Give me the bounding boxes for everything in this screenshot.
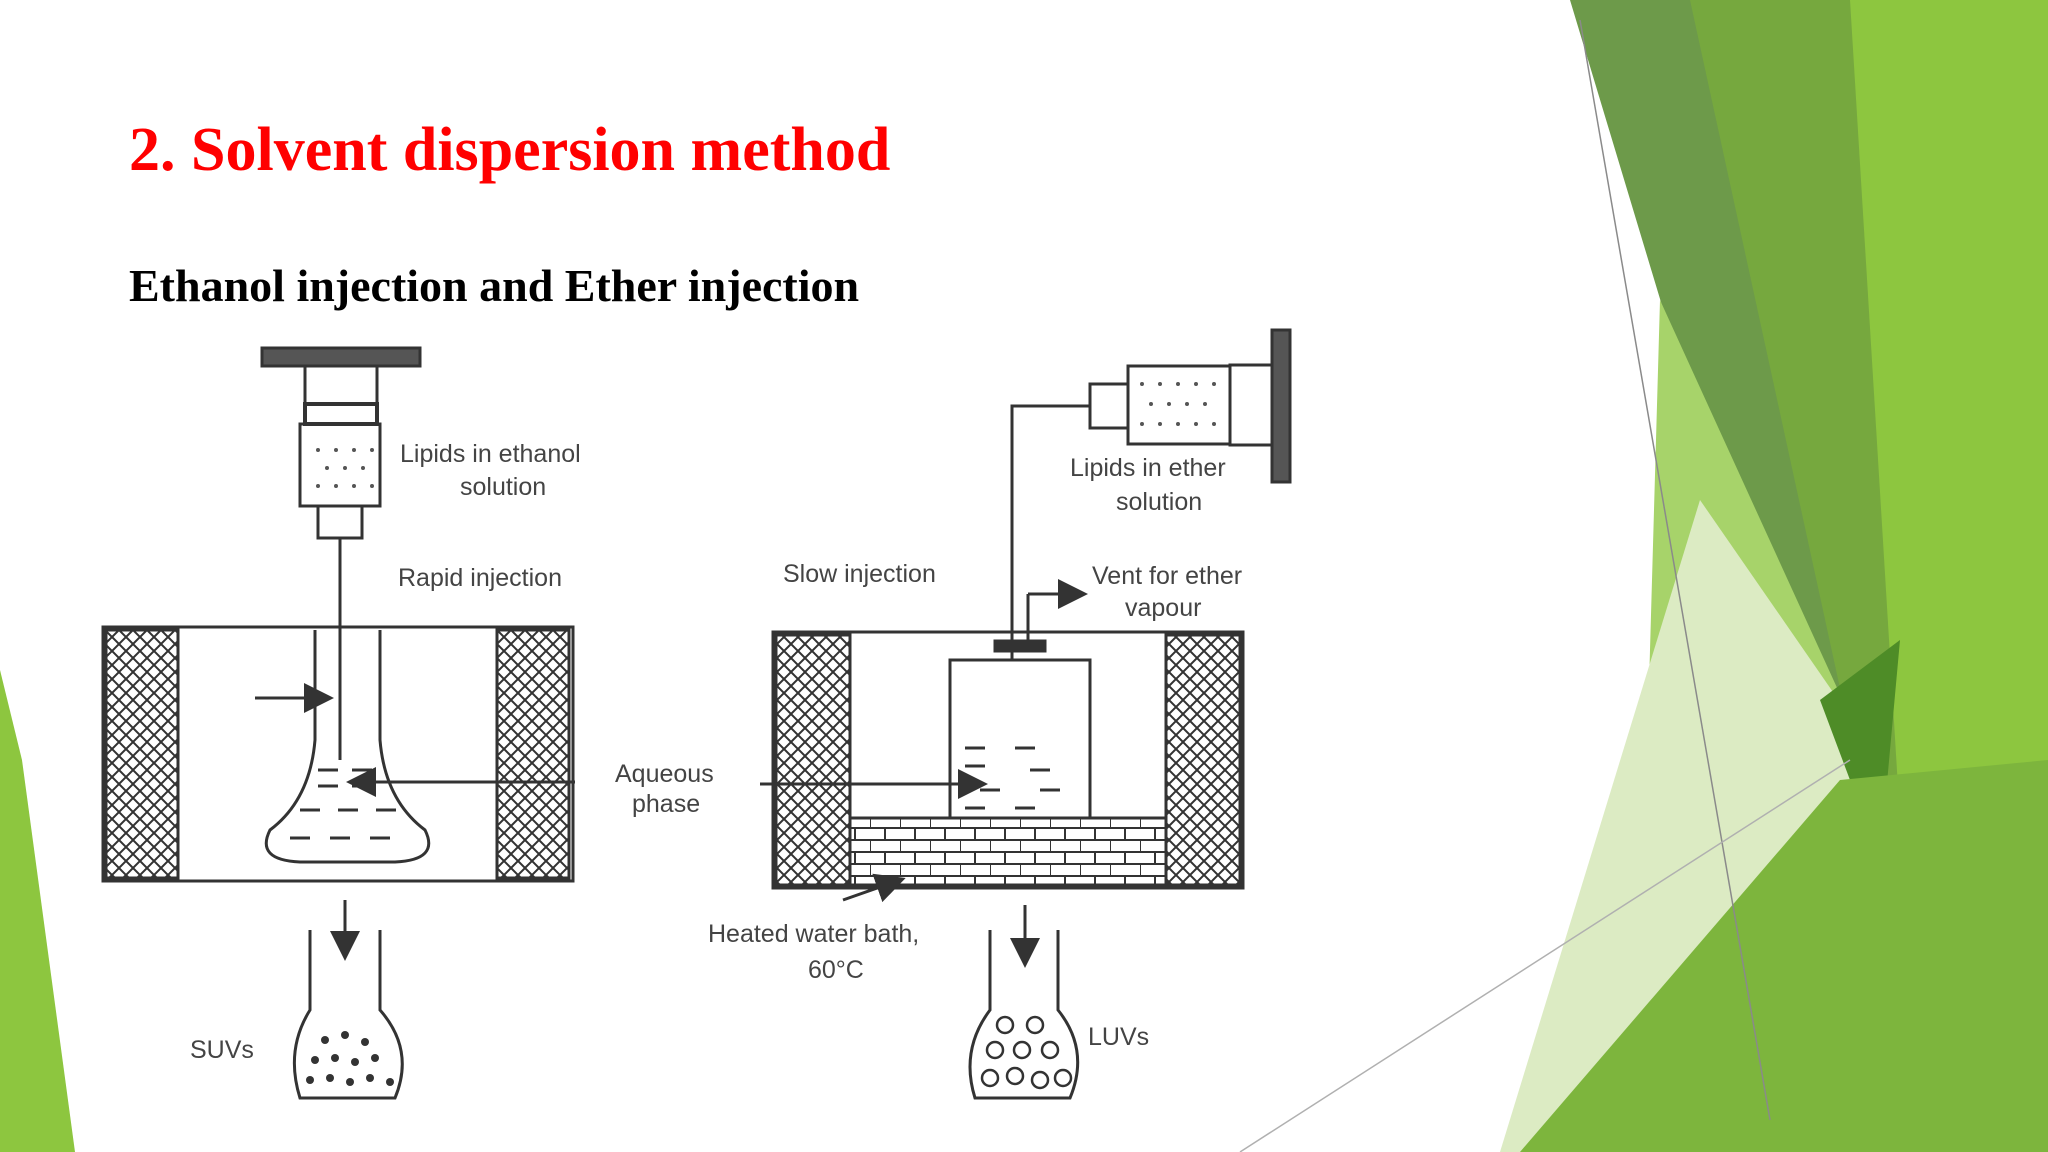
label-suvs: SUVs <box>190 1036 254 1064</box>
label-slow-injection: Slow injection <box>783 560 936 588</box>
label-aqueous-line1: Aqueous <box>615 760 714 788</box>
vent-cap <box>993 639 1047 653</box>
label-aqueous-line2: phase <box>632 790 700 818</box>
label-lipids-ethanol-line1: Lipids in ethanol <box>400 440 581 468</box>
right-insulation-wall <box>495 628 571 880</box>
ether-outer-container <box>771 630 1245 890</box>
slide-title: 2. Solvent dispersion method <box>129 116 891 184</box>
ether-beaker <box>948 658 1092 820</box>
ether-left-insulation <box>774 633 852 887</box>
luvs-vesicles <box>980 1015 1073 1090</box>
label-vent-line2: vapour <box>1125 594 1201 622</box>
thin-gray-line-lower <box>1239 759 1851 1152</box>
suvs-particles <box>306 1031 394 1086</box>
ethanol-syringe <box>260 346 422 760</box>
ether-right-insulation <box>1164 633 1242 887</box>
luvs-tube <box>968 930 1080 1100</box>
suvs-tube <box>292 930 404 1100</box>
label-lipids-ether-line2: solution <box>1116 488 1202 516</box>
ethanol-flask <box>264 630 431 864</box>
right-mid-green-panel <box>1690 0 1900 820</box>
ether-aqueous-dashes <box>965 746 1060 810</box>
label-vent-line1: Vent for ether <box>1092 562 1242 590</box>
right-pale-green-shard <box>1500 500 1880 1152</box>
slide-subtitle: Ethanol injection and Ether injection <box>129 260 860 311</box>
label-lipids-ether-line1: Lipids in ether <box>1070 454 1226 482</box>
thin-gray-line <box>1579 19 1771 1121</box>
left-green-shard <box>0 670 75 1152</box>
left-insulation-wall <box>104 628 180 880</box>
label-lipids-ethanol-line2: solution <box>460 473 546 501</box>
label-water-bath-line1: Heated water bath, <box>708 920 919 948</box>
ether-syringe <box>1070 328 1292 484</box>
bottom-right-green-shard <box>1520 760 2048 1152</box>
ethanol-injection-apparatus <box>101 346 575 1100</box>
label-luvs: LUVs <box>1088 1023 1149 1051</box>
water-bath-pointer <box>842 873 906 903</box>
heated-water-bath <box>848 816 1168 887</box>
label-rapid-injection: Rapid injection <box>398 564 562 592</box>
diagram-labels: Lipids in ethanol solution Rapid injecti… <box>190 440 1242 1064</box>
ethanol-outer-container <box>101 625 575 883</box>
ether-injection-apparatus <box>760 328 1292 1100</box>
label-water-bath-line2: 60°C <box>808 956 864 984</box>
